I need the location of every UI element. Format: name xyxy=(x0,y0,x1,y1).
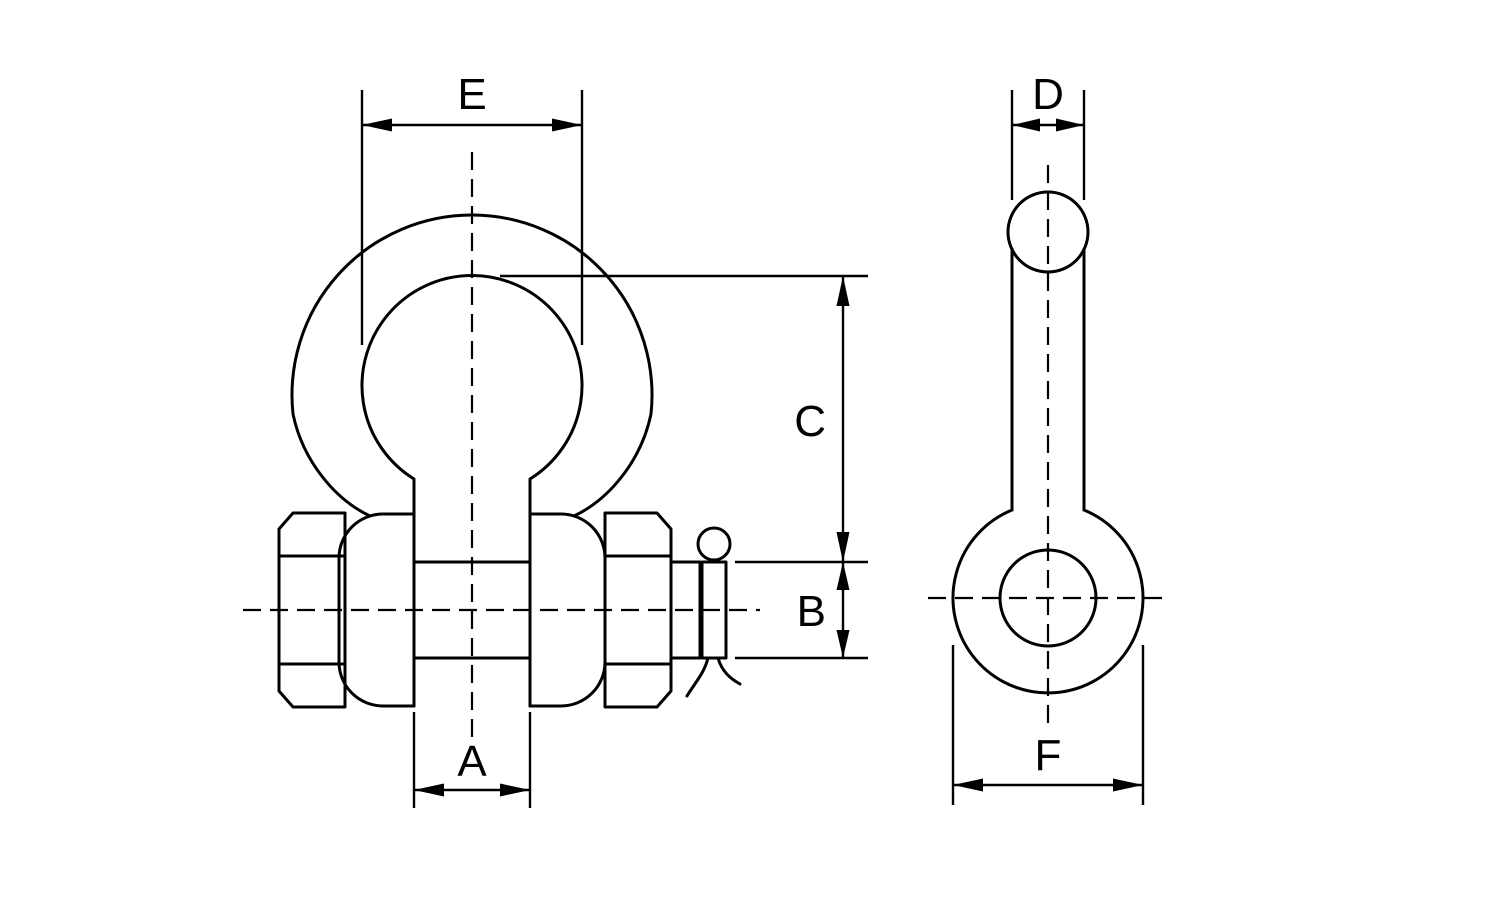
cotter-pin xyxy=(685,526,742,698)
dim-c-arrow-top xyxy=(836,276,850,306)
side-body xyxy=(951,190,1145,695)
side-eye-outline xyxy=(951,508,1145,695)
bolt-end-tip xyxy=(700,560,728,660)
shackle-bow-body xyxy=(290,213,654,708)
bow-section-circle xyxy=(1006,190,1090,274)
dim-a-arrow-right xyxy=(500,783,530,797)
dim-e-extension-lines xyxy=(360,90,584,345)
dimension-f: F xyxy=(951,645,1145,805)
dim-label-e: E xyxy=(457,70,486,119)
dim-label-a: A xyxy=(457,737,487,786)
dim-e-arrow-right xyxy=(552,118,582,132)
side-pin-hole xyxy=(998,548,1098,648)
cotter-pin-leg-right xyxy=(716,656,742,686)
dim-label-d: D xyxy=(1032,70,1064,119)
pin-shank xyxy=(412,560,532,660)
front-view: E C B A xyxy=(243,70,868,808)
bow-inner-profile xyxy=(360,274,584,708)
cotter-pin-ring xyxy=(696,526,732,562)
dimension-a: A xyxy=(412,712,532,808)
hex-bolt-head-facets xyxy=(277,554,347,666)
dim-e-arrow-left xyxy=(362,118,392,132)
dim-d-extension-lines xyxy=(1010,90,1086,200)
side-leg-edges xyxy=(1010,247,1086,512)
cotter-pin-leg-left xyxy=(685,656,710,698)
dim-f-arrow-right xyxy=(1113,778,1143,792)
hex-nut xyxy=(603,511,673,709)
side-view: D F xyxy=(928,70,1168,805)
dim-label-c: C xyxy=(794,397,826,446)
bolt-end-washer xyxy=(669,560,702,660)
dim-a-arrow-left xyxy=(414,783,444,797)
dim-b-arrow-top xyxy=(836,562,850,590)
hex-bolt-head xyxy=(277,511,347,709)
dimension-e: E xyxy=(360,70,584,345)
front-centerlines xyxy=(243,152,760,738)
dim-f-arrow-left xyxy=(953,778,983,792)
dim-d-arrow-left xyxy=(1012,118,1040,132)
dimension-d: D xyxy=(1010,70,1086,200)
dimension-c: C xyxy=(500,274,868,564)
dim-f-extension-lines xyxy=(951,645,1145,805)
dim-d-arrow-right xyxy=(1056,118,1084,132)
dim-b-arrow-bottom xyxy=(836,630,850,658)
left-ear-eye xyxy=(337,512,416,708)
hex-nut-facets xyxy=(603,554,673,666)
bolt-pin xyxy=(277,511,728,709)
dimension-b: B xyxy=(735,562,868,660)
dim-label-f: F xyxy=(1035,731,1062,780)
dim-label-b: B xyxy=(797,587,826,636)
side-centerlines xyxy=(928,165,1168,728)
bow-outer-profile xyxy=(290,213,654,518)
dim-c-arrow-bottom xyxy=(836,532,850,562)
dim-a-extension-lines xyxy=(412,712,532,808)
